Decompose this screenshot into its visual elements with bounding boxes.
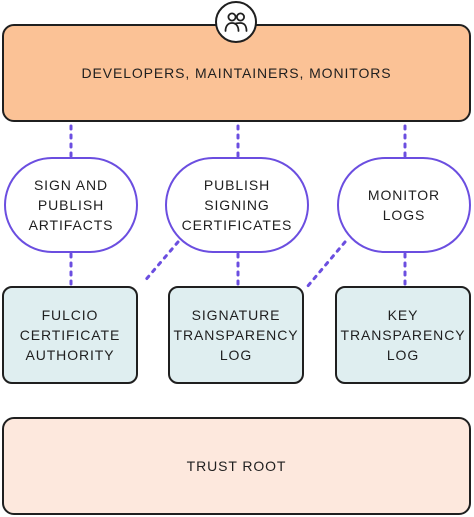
action-publish-signing-certificates: PUBLISH SIGNING CERTIFICATES [165, 157, 309, 253]
trust-root-label: TRUST ROOT [186, 458, 287, 474]
service-label: SIGNATURE TRANSPARENCY LOG [173, 307, 299, 363]
top-box-label: DEVELOPERS, MAINTAINERS, MONITORS [81, 65, 392, 81]
action-monitor-logs: MONITOR LOGS [337, 157, 471, 253]
service-key-transparency-log: KEY TRANSPARENCY LOG [335, 286, 471, 384]
service-fulcio: FULCIO CERTIFICATE AUTHORITY [2, 286, 138, 384]
service-label: KEY TRANSPARENCY LOG [340, 307, 466, 363]
connector-monitor-to-signature-log [305, 240, 347, 289]
connector-publish-certs-to-fulcio [141, 240, 180, 285]
trust-root-box: TRUST ROOT [2, 417, 471, 515]
service-signature-transparency-log: SIGNATURE TRANSPARENCY LOG [168, 286, 304, 384]
people-icon [215, 1, 257, 43]
action-label: PUBLISH SIGNING CERTIFICATES [181, 177, 293, 233]
action-sign-and-publish-artifacts: SIGN AND PUBLISH ARTIFACTS [4, 157, 138, 253]
action-label: SIGN AND PUBLISH ARTIFACTS [28, 177, 114, 233]
action-label: MONITOR LOGS [367, 187, 441, 223]
people-glyph [224, 12, 248, 32]
service-label: FULCIO CERTIFICATE AUTHORITY [19, 307, 121, 363]
